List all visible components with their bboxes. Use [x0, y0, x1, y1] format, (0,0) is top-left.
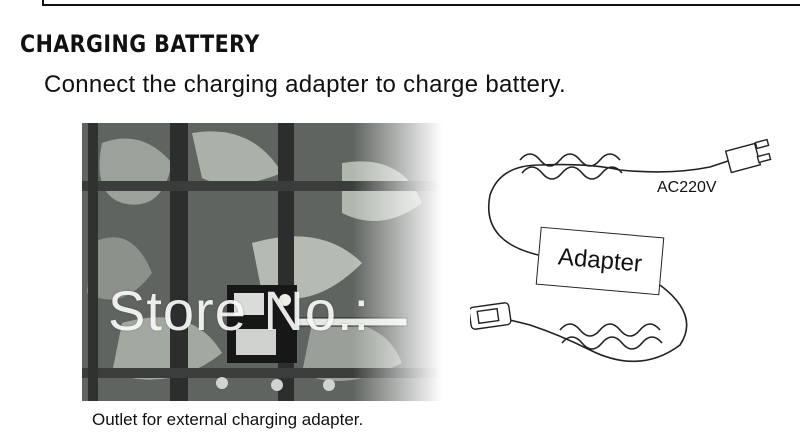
adapter-cable-diagram — [470, 138, 772, 363]
photo-caption: Outlet for external charging adapter. — [92, 410, 364, 429]
ac220v-label: AC220V — [657, 179, 717, 196]
store-watermark: Store No.: — [108, 279, 371, 342]
adapter-label: Adapter — [556, 243, 644, 278]
battery-bag-photo — [82, 123, 442, 401]
adapter-box: Adapter — [535, 226, 665, 296]
section-heading: CHARGING BATTERY — [20, 30, 260, 58]
instruction-text: Connect the charging adapter to charge b… — [44, 71, 566, 98]
top-frame-border — [42, 0, 800, 6]
